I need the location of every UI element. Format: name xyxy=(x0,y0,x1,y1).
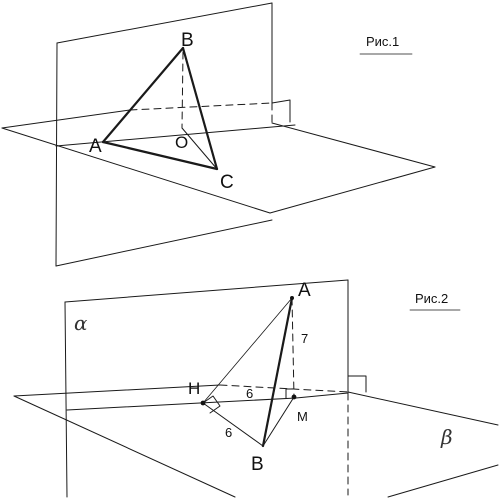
fig2-hplane-right-edge xyxy=(347,391,499,426)
fig2-point-A xyxy=(290,296,294,300)
fig2-segment-AB xyxy=(261,296,294,448)
fig2-measure-HB: 6 xyxy=(225,425,232,440)
fig1-vplane-top-edge xyxy=(56,2,273,44)
fig1-height-BO xyxy=(181,51,184,129)
fig1-vplane-left-edge xyxy=(55,42,58,267)
fig1-hplane-right-edge xyxy=(271,122,436,168)
fig2-label-A: A xyxy=(298,280,311,301)
fig2-vplane-top-edge xyxy=(64,279,349,303)
fig2-segment-AH xyxy=(202,297,293,404)
fig2-right-angle-H xyxy=(202,395,221,414)
fig1-segment-AC xyxy=(101,140,219,171)
fig1-planes-intersection xyxy=(55,124,296,147)
fig1-caption: Рис.1 xyxy=(366,34,399,49)
fig2-right-angle-planes xyxy=(347,375,367,393)
fig2-point-M xyxy=(291,394,297,400)
fig1-label-O: O xyxy=(175,133,188,152)
fig2-plane-alpha: α xyxy=(74,311,88,335)
fig1-hplane-front-edge xyxy=(269,166,436,214)
fig2-label-M: M xyxy=(297,409,308,424)
fig2-caption: Рис.2 xyxy=(415,291,448,306)
fig2-hplane-front-edge xyxy=(387,464,499,498)
figure-1: B A C O Рис.1 xyxy=(1,2,436,267)
fig1-right-angle-planes xyxy=(271,99,291,123)
fig2-planes-intersection-left xyxy=(66,402,201,411)
fig2-measure-HM: 6 xyxy=(246,386,253,401)
fig1-hplane-left-edge xyxy=(1,127,271,214)
fig1-hplane-back-edge-hidden xyxy=(129,102,273,111)
fig2-segment-HM xyxy=(199,397,297,404)
fig2-hplane-back-edge-visible xyxy=(13,384,221,397)
fig1-segment-OC xyxy=(181,127,218,170)
figure-2: A B H M 7 6 6 α β Рис.2 xyxy=(13,279,499,498)
fig2-vplane-left-edge xyxy=(64,301,68,498)
fig2-hplane-left-edge xyxy=(13,395,236,498)
fig1-hplane-back-edge-visible xyxy=(1,109,131,129)
fig2-hplane-back-edge-hidden xyxy=(219,384,349,393)
fig1-label-A: A xyxy=(89,136,102,157)
fig1-label-C: C xyxy=(220,172,234,193)
fig1-label-B: B xyxy=(181,30,194,51)
fig2-measure-AM: 7 xyxy=(301,331,308,346)
fig2-segment-AM xyxy=(291,297,295,398)
fig1-segment-BA xyxy=(101,46,185,144)
fig2-label-H: H xyxy=(188,379,200,398)
fig2-right-angle-M xyxy=(285,388,295,399)
fig2-segment-HB xyxy=(202,402,264,447)
fig1-segment-BC xyxy=(181,46,219,171)
fig2-planes-intersection-right xyxy=(295,392,349,399)
fig2-plane-beta: β xyxy=(440,425,453,449)
fig1-vplane-bottom-edge xyxy=(55,219,273,267)
fig2-segment-MB xyxy=(262,396,295,447)
fig2-label-B: B xyxy=(251,454,264,475)
